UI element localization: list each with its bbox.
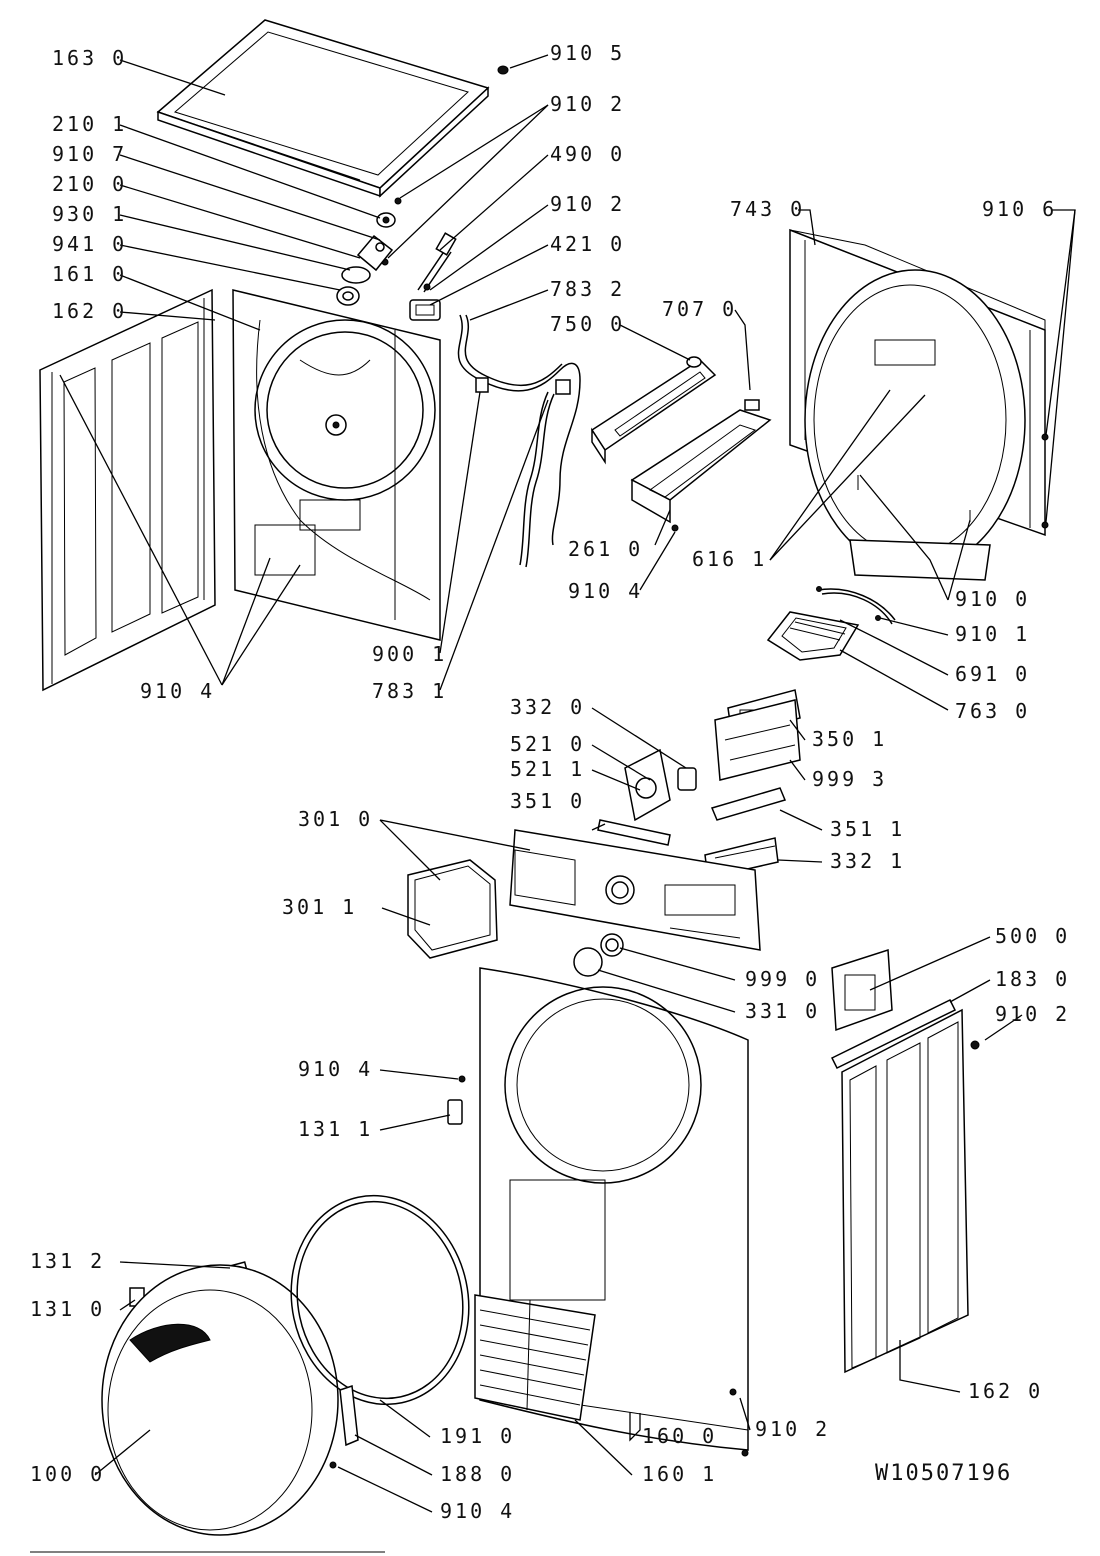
label-900-1: 900 1: [372, 642, 447, 666]
top-cover-part: [156, 19, 490, 198]
screw-910-5: [497, 65, 509, 75]
label-763-0: 763 0: [955, 699, 1030, 723]
label-743-0: 743 0: [730, 197, 805, 221]
label-332-1: 332 1: [830, 849, 905, 873]
label-490-0: 490 0: [550, 142, 625, 166]
electronic-module-part: [831, 948, 893, 1032]
label-783-1: 783 1: [372, 679, 447, 703]
label-910-2-c: 910 2: [995, 1002, 1070, 1026]
front-frame-part: [789, 228, 1049, 581]
label-163-0: 163 0: [52, 46, 127, 70]
door-lock-part: [447, 1099, 463, 1125]
label-521-0: 521 0: [510, 732, 585, 756]
label-183-0: 183 0: [995, 967, 1070, 991]
label-160-1: 160 1: [642, 1462, 717, 1486]
label-332-0: 332 0: [510, 695, 585, 719]
screw-910-4-mid: [458, 1075, 466, 1083]
label-910-2: 910 2: [550, 92, 625, 116]
grille-part: [474, 1294, 596, 1421]
label-131-2: 131 2: [30, 1249, 105, 1273]
label-783-2: 783 2: [550, 277, 625, 301]
screw-910-2-bottom: [729, 1388, 737, 1396]
knob-part: [573, 933, 624, 977]
label-910-0: 910 0: [955, 587, 1030, 611]
door-part: [101, 1264, 339, 1536]
label-910-2-b: 910 2: [550, 192, 625, 216]
label-999-0: 999 0: [745, 967, 820, 991]
label-910-6: 910 6: [982, 197, 1057, 221]
label-351-1: 351 1: [830, 817, 905, 841]
label-910-4-c: 910 4: [298, 1057, 373, 1081]
label-162-0-a: 162 0: [52, 299, 127, 323]
document-number: W10507196: [875, 1461, 1012, 1486]
label-941-0: 941 0: [52, 232, 127, 256]
label-131-0: 131 0: [30, 1297, 105, 1321]
hose-parts: [457, 314, 581, 568]
label-421-0: 421 0: [550, 232, 625, 256]
label-910-4-d: 910 4: [440, 1499, 515, 1523]
leader-lines: [59, 54, 1076, 1513]
label-910-5: 910 5: [550, 41, 625, 65]
label-161-0: 161 0: [52, 262, 127, 286]
electronic-boards-part: [714, 689, 801, 781]
label-210-0: 210 0: [52, 172, 127, 196]
part-labels: 163 0 910 5 910 2 210 1 910 7 490 0 210 …: [30, 41, 1070, 1523]
water-container-part: [590, 356, 772, 532]
label-910-1: 910 1: [955, 622, 1030, 646]
label-191-0: 191 0: [440, 1424, 515, 1448]
right-side-panel-part: [841, 1008, 969, 1374]
label-910-4-b: 910 4: [140, 679, 215, 703]
label-210-1: 210 1: [52, 112, 127, 136]
label-131-1: 131 1: [298, 1117, 373, 1141]
label-188-0: 188 0: [440, 1462, 515, 1486]
label-707-0: 707 0: [662, 297, 737, 321]
bearing-parts: [336, 212, 396, 306]
label-162-0-b: 162 0: [968, 1379, 1043, 1403]
label-750-0: 750 0: [550, 312, 625, 336]
hinge-plate-part: [329, 1384, 359, 1469]
control-console-part: [407, 829, 761, 959]
label-691-0: 691 0: [955, 662, 1030, 686]
label-301-1: 301 1: [282, 895, 357, 919]
label-351-0: 351 0: [510, 789, 585, 813]
label-100-0: 100 0: [30, 1462, 105, 1486]
screw-910-2-right: [970, 1040, 980, 1050]
door-gasket-part: [290, 1194, 470, 1406]
label-999-3: 999 3: [812, 767, 887, 791]
label-500-0: 500 0: [995, 924, 1070, 948]
rail-part: [830, 998, 957, 1070]
label-910-2-d: 910 2: [755, 1417, 830, 1441]
label-331-0: 331 0: [745, 999, 820, 1023]
label-301-0: 301 0: [298, 807, 373, 831]
left-side-panel-part: [39, 288, 216, 692]
label-616-1: 616 1: [692, 547, 767, 571]
rear-panel-part: [232, 289, 441, 641]
label-930-1: 930 1: [52, 202, 127, 226]
label-261-0: 261 0: [568, 537, 643, 561]
timer-module-part: [624, 748, 697, 822]
terminal-block-part: [409, 299, 441, 321]
label-521-1: 521 1: [510, 757, 585, 781]
filter-parts: [766, 586, 896, 661]
label-350-1: 350 1: [812, 727, 887, 751]
label-910-4-a: 910 4: [568, 579, 643, 603]
label-160-0: 160 0: [642, 1424, 717, 1448]
label-910-7: 910 7: [52, 142, 127, 166]
